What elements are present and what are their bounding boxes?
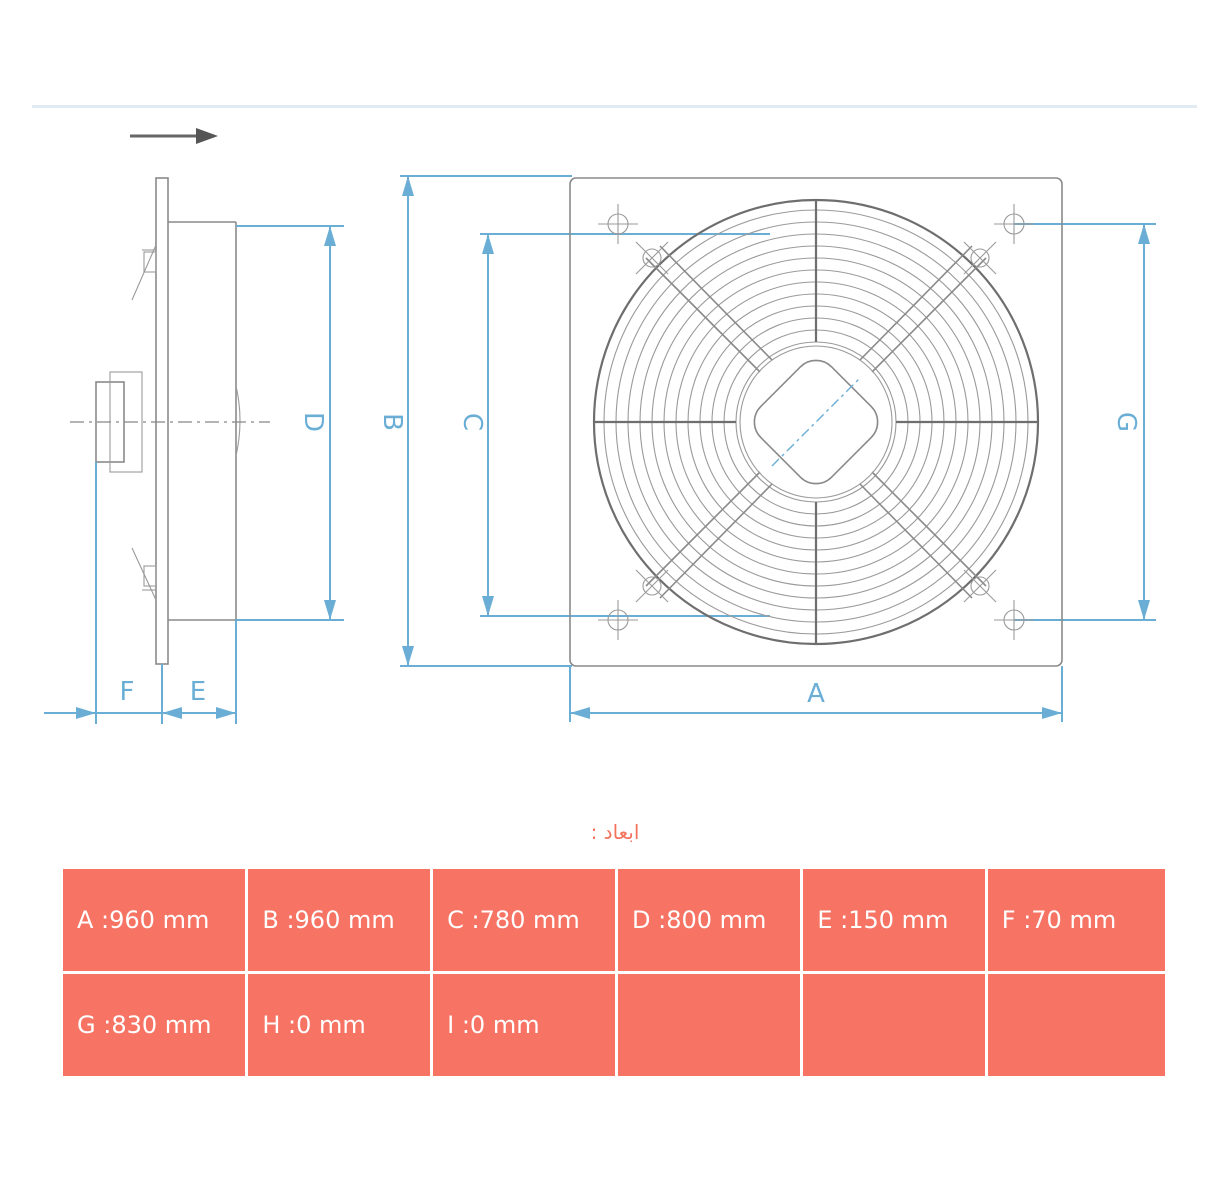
label-b: B <box>377 413 407 431</box>
table-cell: A :960 mm <box>63 869 246 971</box>
table-cell: F :70 mm <box>987 869 1165 971</box>
table-cell: E :150 mm <box>803 869 985 971</box>
label-e: E <box>190 677 206 707</box>
table-cell <box>803 974 985 1076</box>
table-cell <box>987 974 1165 1076</box>
top-divider <box>32 105 1197 108</box>
table-cell: G :830 mm <box>63 974 246 1076</box>
table-row: A :960 mm B :960 mm C :780 mm D :800 mm … <box>63 869 1165 971</box>
label-g: G <box>1111 412 1141 432</box>
table-cell: B :960 mm <box>248 869 431 971</box>
label-c: C <box>457 413 487 431</box>
label-a: A <box>807 679 825 709</box>
table-cell: D :800 mm <box>618 869 801 971</box>
fan-grille <box>592 198 1040 646</box>
mounting-holes <box>598 204 1034 640</box>
fan-technical-drawing: D F E B C G <box>44 128 1156 724</box>
label-d: D <box>298 412 328 432</box>
table-cell <box>618 974 801 1076</box>
label-f: F <box>120 677 135 707</box>
table-cell: I :0 mm <box>433 974 615 1076</box>
dimensions-table: A :960 mm B :960 mm C :780 mm D :800 mm … <box>60 866 1168 1079</box>
table-cell: C :780 mm <box>433 869 615 971</box>
side-view: D F E <box>44 177 344 724</box>
table-row: G :830 mm H :0 mm I :0 mm <box>63 974 1165 1076</box>
table-cell: H :0 mm <box>248 974 431 1076</box>
airflow-arrow-icon <box>130 128 218 144</box>
front-view: B C G A <box>377 175 1156 722</box>
dimensions-caption: ابعاد : <box>590 820 640 844</box>
